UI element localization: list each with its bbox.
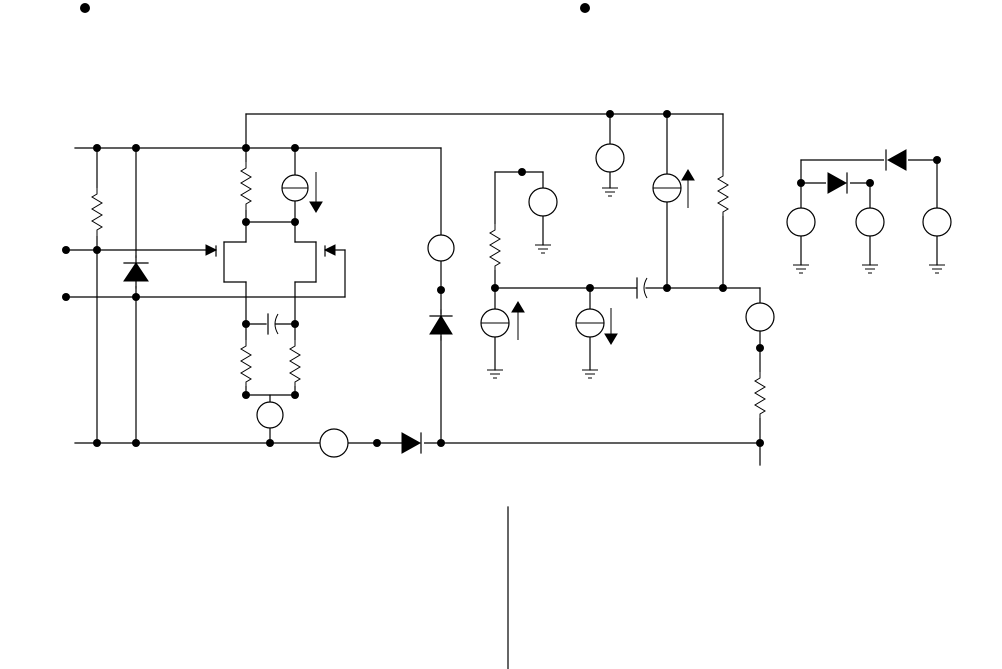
junction-dot	[132, 293, 140, 301]
junction-dot	[132, 144, 140, 152]
junction-dot	[291, 144, 299, 152]
corner-markers	[80, 3, 590, 13]
current-source	[256, 401, 284, 429]
junction-dot	[586, 284, 594, 292]
junction-dot	[606, 110, 614, 118]
junction-dot	[663, 284, 671, 292]
diode-triangle	[401, 432, 422, 454]
ground-symbol	[928, 264, 946, 274]
voltage-source	[786, 207, 816, 237]
voltage-source	[319, 428, 349, 458]
diode-triangle	[123, 262, 149, 282]
capacitor-plate-curved	[643, 277, 648, 299]
marker-dot-left	[80, 3, 90, 13]
junction-dot	[242, 391, 250, 399]
junction-dot	[242, 320, 250, 328]
transistor-arrow	[205, 244, 218, 256]
middle-circuit	[480, 110, 775, 466]
voltage-source	[528, 187, 558, 217]
ground-symbol	[534, 244, 552, 254]
junction-dot	[93, 144, 101, 152]
left-circuit	[62, 113, 761, 458]
junction-dot	[62, 246, 70, 254]
diode-triangle	[886, 149, 907, 171]
junction-dot	[132, 439, 140, 447]
junction-dot	[756, 344, 764, 352]
junction-dot	[242, 218, 250, 226]
ground-symbol	[581, 369, 599, 379]
diode-triangle	[827, 172, 848, 194]
ground-symbol	[486, 369, 504, 379]
voltage-source	[922, 207, 952, 237]
junction-dot	[266, 439, 274, 447]
voltage-source	[595, 143, 625, 173]
capacitor-plate-curved	[274, 313, 279, 335]
ground-symbol	[861, 264, 879, 274]
junction-dot	[437, 286, 445, 294]
junction-dot	[373, 439, 381, 447]
transistor-arrow	[323, 244, 336, 256]
diode-triangle	[429, 315, 453, 335]
junction-dot	[93, 439, 101, 447]
voltage-source	[745, 302, 775, 332]
junction-dot	[437, 439, 445, 447]
junction-dot	[93, 246, 101, 254]
voltage-source	[427, 234, 455, 262]
junction-dot	[62, 293, 70, 301]
junction-dot	[491, 284, 499, 292]
junction-dot	[719, 284, 727, 292]
junction-dot	[756, 439, 764, 447]
junction-dot	[663, 110, 671, 118]
junction-dot	[518, 168, 526, 176]
junction-dot	[291, 391, 299, 399]
junction-dot	[291, 320, 299, 328]
right-circuit	[786, 149, 952, 274]
junction-dot	[933, 156, 941, 164]
ground-symbol	[792, 264, 810, 274]
ground-symbol	[601, 187, 619, 197]
voltage-source	[855, 207, 885, 237]
marker-dot-right	[580, 3, 590, 13]
junction-dot	[242, 144, 250, 152]
junction-dot	[797, 179, 805, 187]
junction-dot	[291, 218, 299, 226]
junction-dot	[866, 179, 874, 187]
